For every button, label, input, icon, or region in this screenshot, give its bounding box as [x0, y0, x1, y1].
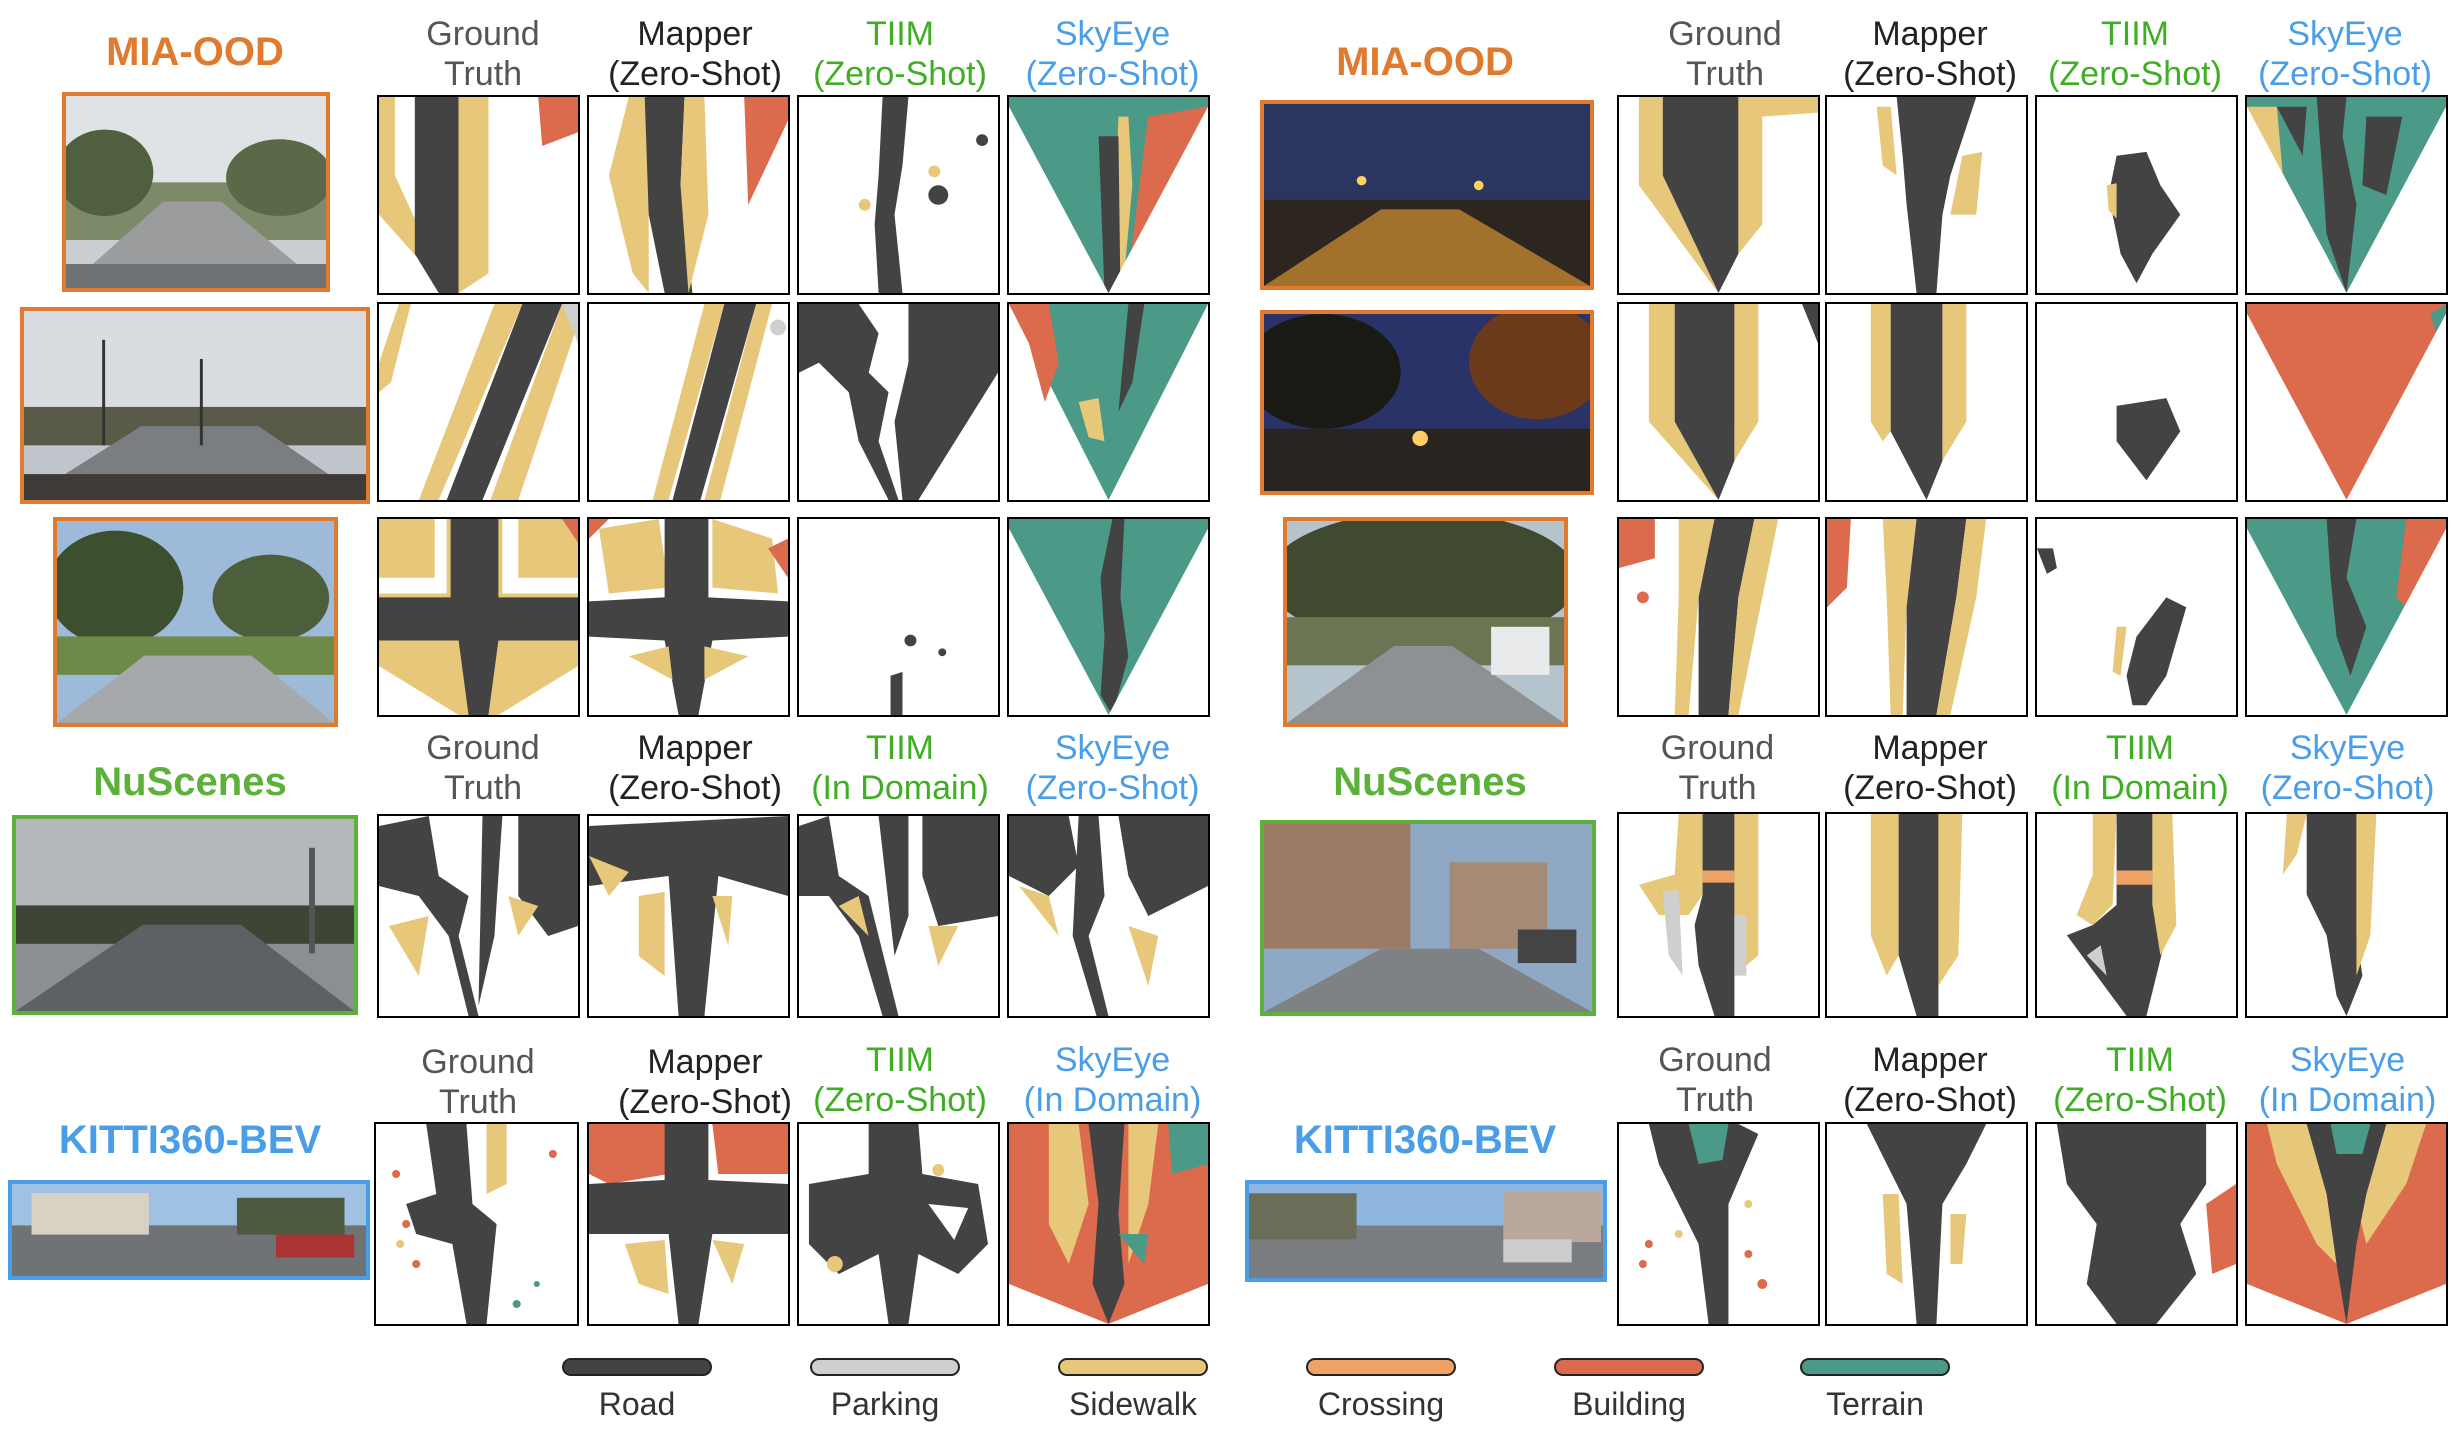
right-kitti-photo — [1245, 1180, 1607, 1282]
left-mia-r3-tiim — [797, 517, 1000, 717]
right-kitti-head-tiim: TIIM(Zero-Shot) — [2053, 1041, 2227, 1119]
right-mia-r1-tiim — [2035, 95, 2238, 295]
right-mia-photo-3 — [1283, 517, 1568, 727]
right-mia-r3-mapper — [1825, 517, 2028, 717]
right-mia-head-skyeye: SkyEye(Zero-Shot) — [2258, 15, 2432, 93]
legend-swatch-crossing — [1306, 1358, 1456, 1376]
legend-label-road: Road — [598, 1386, 676, 1422]
left-mia-photo-2 — [20, 307, 370, 504]
right-nu-tiim — [2035, 812, 2238, 1018]
left-mia-head-mapper: Mapper(Zero-Shot) — [608, 15, 782, 93]
left-kitti-head-mapper: Mapper(Zero-Shot) — [618, 1043, 792, 1121]
right-kitti-skyeye — [2245, 1122, 2448, 1326]
legend-swatch-building — [1554, 1358, 1704, 1376]
left-mia-r3-gt — [377, 517, 580, 717]
right-mia-photo-1 — [1260, 100, 1594, 290]
left-nu-tiim — [797, 814, 1000, 1018]
right-mia-r3-skyeye — [2245, 517, 2448, 717]
right-nu-title: NuScenes — [1333, 760, 1527, 804]
left-mia-r3-mapper — [587, 517, 790, 717]
legend-swatch-terrain — [1800, 1358, 1950, 1376]
legend-label-parking: Parking — [830, 1386, 940, 1422]
right-kitti-gt — [1617, 1122, 1820, 1326]
right-mia-r2-mapper — [1825, 302, 2028, 502]
left-nu-head-mapper: Mapper(Zero-Shot) — [608, 729, 782, 807]
right-mia-r2-gt — [1617, 302, 1820, 502]
left-mia-head-skyeye: SkyEye(Zero-Shot) — [1025, 15, 1200, 93]
left-mia-head-tiim: TIIM(Zero-Shot) — [813, 15, 987, 93]
left-mia-photo-1 — [62, 92, 330, 292]
left-mia-photo-3 — [53, 517, 338, 727]
left-nu-head-tiim: TIIM(In Domain) — [811, 729, 989, 807]
right-mia-r1-gt — [1617, 95, 1820, 295]
left-nu-mapper — [587, 814, 790, 1018]
right-kitti-mapper — [1825, 1122, 2028, 1326]
left-nu-skyeye — [1007, 814, 1210, 1018]
left-kitti-title: KITTI360-BEV — [58, 1118, 322, 1162]
right-mia-r2-skyeye — [2245, 302, 2448, 502]
legend-label-crossing: Crossing — [1317, 1386, 1445, 1422]
right-kitti-head-mapper: Mapper(Zero-Shot) — [1843, 1041, 2017, 1119]
left-kitti-tiim — [797, 1122, 1000, 1326]
legend-label-terrain: Terrain — [1826, 1386, 1924, 1422]
legend-label-sidewalk: Sidewalk — [1068, 1386, 1198, 1422]
left-mia-r2-skyeye — [1007, 302, 1210, 502]
right-nu-gt — [1617, 812, 1820, 1018]
left-kitti-head-skyeye: SkyEye(In Domain) — [1023, 1041, 1202, 1119]
left-kitti-gt — [374, 1122, 579, 1326]
right-nu-photo — [1260, 820, 1596, 1016]
left-nu-title: NuScenes — [93, 760, 287, 804]
left-nu-photo — [12, 815, 358, 1015]
right-kitti-head-skyeye: SkyEye(In Domain) — [2258, 1041, 2437, 1119]
left-mia-title: MIA-OOD — [106, 30, 284, 74]
legend-swatch-road — [562, 1358, 712, 1376]
right-nu-head-mapper: Mapper(Zero-Shot) — [1843, 729, 2017, 807]
right-mia-r3-tiim — [2035, 517, 2238, 717]
left-kitti-skyeye — [1007, 1122, 1210, 1326]
left-mia-r1-gt — [377, 95, 580, 295]
left-mia-r2-tiim — [797, 302, 1000, 502]
left-mia-r3-skyeye — [1007, 517, 1210, 717]
right-mia-r3-gt — [1617, 517, 1820, 717]
right-nu-head-tiim: TIIM(In Domain) — [2051, 729, 2229, 807]
left-mia-r1-tiim — [797, 95, 1000, 295]
left-mia-r1-skyeye — [1007, 95, 1210, 295]
right-mia-head-mapper: Mapper(Zero-Shot) — [1843, 15, 2017, 93]
legend-swatch-sidewalk — [1058, 1358, 1208, 1376]
right-mia-title: MIA-OOD — [1336, 40, 1514, 84]
right-mia-head-tiim: TIIM(Zero-Shot) — [2048, 15, 2222, 93]
left-nu-gt — [377, 814, 580, 1018]
right-mia-r1-skyeye — [2245, 95, 2448, 295]
right-mia-r1-mapper — [1825, 95, 2028, 295]
right-kitti-tiim — [2035, 1122, 2238, 1326]
right-mia-photo-2 — [1260, 310, 1594, 495]
right-kitti-title: KITTI360-BEV — [1293, 1118, 1557, 1162]
left-nu-head-skyeye: SkyEye(Zero-Shot) — [1025, 729, 1200, 807]
left-kitti-photo — [8, 1180, 370, 1280]
legend-label-building: Building — [1572, 1386, 1686, 1422]
left-mia-r2-gt — [377, 302, 580, 502]
left-kitti-mapper — [587, 1122, 790, 1326]
right-mia-r2-tiim — [2035, 302, 2238, 502]
legend-swatch-parking — [810, 1358, 960, 1376]
left-kitti-head-tiim: TIIM(Zero-Shot) — [813, 1041, 987, 1119]
left-mia-r1-mapper — [587, 95, 790, 295]
right-nu-head-skyeye: SkyEye(Zero-Shot) — [2260, 729, 2435, 807]
left-mia-r2-mapper — [587, 302, 790, 502]
right-nu-skyeye — [2245, 812, 2448, 1018]
right-nu-mapper — [1825, 812, 2028, 1018]
